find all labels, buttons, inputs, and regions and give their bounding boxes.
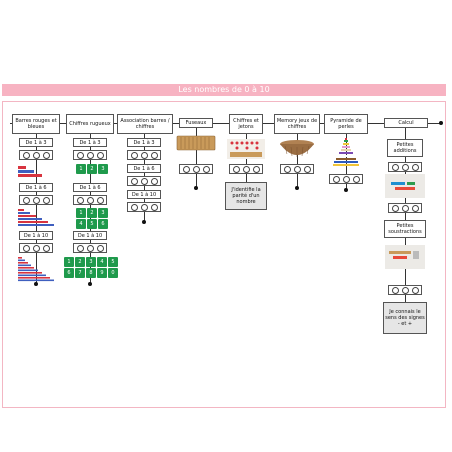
col6-end-dot xyxy=(295,186,299,190)
col7-circles xyxy=(329,174,363,184)
col7-end-dot xyxy=(344,188,348,192)
col2-card: 6 xyxy=(98,219,108,229)
final-goal: Je connais le sens des signes - et + xyxy=(383,302,427,334)
fuseaux-box-image xyxy=(176,135,216,151)
col2-card: 2 xyxy=(87,208,97,218)
col2-card: 8 xyxy=(86,268,96,278)
step-additions: Petites additions xyxy=(387,139,423,157)
col1-circles-1 xyxy=(19,150,53,160)
col5-circles xyxy=(229,164,263,174)
col2-card: 1 xyxy=(76,208,86,218)
col3-end-dot xyxy=(142,220,146,224)
col4-end-dot xyxy=(194,186,198,190)
col2-card: 2 xyxy=(75,257,85,267)
col6-circles xyxy=(280,164,314,174)
col7-header: Pyramide de perles xyxy=(324,114,368,134)
col4-circles xyxy=(179,164,213,174)
col2-card: 3 xyxy=(86,257,96,267)
col2-card: 9 xyxy=(97,268,107,278)
col3-range-3: De 1 à 10 xyxy=(127,190,161,199)
col2-card: 3 xyxy=(98,164,108,174)
col2-circles-3 xyxy=(73,243,107,253)
col1-range-2: De 1 à 6 xyxy=(19,183,53,192)
col3-header: Association barres / chiffres xyxy=(117,114,173,134)
col1-stem xyxy=(36,134,37,284)
col2-range-2: De 1 à 6 xyxy=(73,183,107,192)
col2-range-3: De 1 à 10 xyxy=(73,231,107,240)
col3-range-2: De 1 à 6 xyxy=(127,164,161,173)
step-soustractions: Petites soustractions xyxy=(384,220,426,238)
col2-card: 7 xyxy=(75,268,85,278)
col1-range-3: De 1 à 10 xyxy=(19,231,53,240)
col2-card: 0 xyxy=(108,268,118,278)
col1-bars-3 xyxy=(18,166,42,177)
col2-circles-2 xyxy=(73,195,107,205)
main-connector xyxy=(10,123,442,124)
col2-card: 5 xyxy=(87,219,97,229)
col2-card: 6 xyxy=(64,268,74,278)
col6-header: Memory jeux de chiffres xyxy=(274,114,320,134)
col2-card: 1 xyxy=(64,257,74,267)
col3-circles-3 xyxy=(127,202,161,212)
col3-range-1: De 1 à 3 xyxy=(127,138,161,147)
col2-card: 1 xyxy=(76,164,86,174)
col1-end-dot xyxy=(34,282,38,286)
memory-basket-image xyxy=(280,140,314,157)
parity-note: J'identifie la parité d'un nombre xyxy=(225,182,267,210)
soustractions-image xyxy=(385,245,425,269)
col1-circles-2 xyxy=(19,195,53,205)
col2-header: Chiffres rugueux xyxy=(66,114,114,134)
col8-circles-2 xyxy=(388,203,422,213)
connector-end-dot xyxy=(439,121,443,125)
col2-card: 2 xyxy=(87,164,97,174)
page-title: Les nombres de 0 à 10 xyxy=(2,84,446,96)
col3-circles-1 xyxy=(127,150,161,160)
col1-range-1: De 1 à 3 xyxy=(19,138,53,147)
additions-image xyxy=(385,174,425,198)
col8-circles-3 xyxy=(388,285,422,295)
col4-stem xyxy=(196,128,197,188)
col2-end-dot xyxy=(88,282,92,286)
col5-header: Chiffres et jetons xyxy=(229,114,263,134)
col8-circles-1 xyxy=(388,162,422,172)
col1-bars-6 xyxy=(18,209,54,226)
col3-circles-2 xyxy=(127,176,161,186)
col6-stem xyxy=(297,134,298,188)
bead-pyramid-image xyxy=(333,138,359,166)
col4-header: Fuseaux xyxy=(179,118,213,128)
diagram-frame xyxy=(2,101,446,408)
col2-range-1: De 1 à 3 xyxy=(73,138,107,147)
col2-card: 3 xyxy=(98,208,108,218)
col8-header: Calcul xyxy=(384,118,428,128)
col1-header: Barres rouges et bleues xyxy=(12,114,60,134)
col2-card: 4 xyxy=(97,257,107,267)
chiffres-jetons-image xyxy=(227,139,265,159)
col1-circles-3 xyxy=(19,243,53,253)
col2-card: 5 xyxy=(108,257,118,267)
col1-bars-10 xyxy=(18,257,54,282)
col2-card: 4 xyxy=(76,219,86,229)
col2-circles-1 xyxy=(73,150,107,160)
